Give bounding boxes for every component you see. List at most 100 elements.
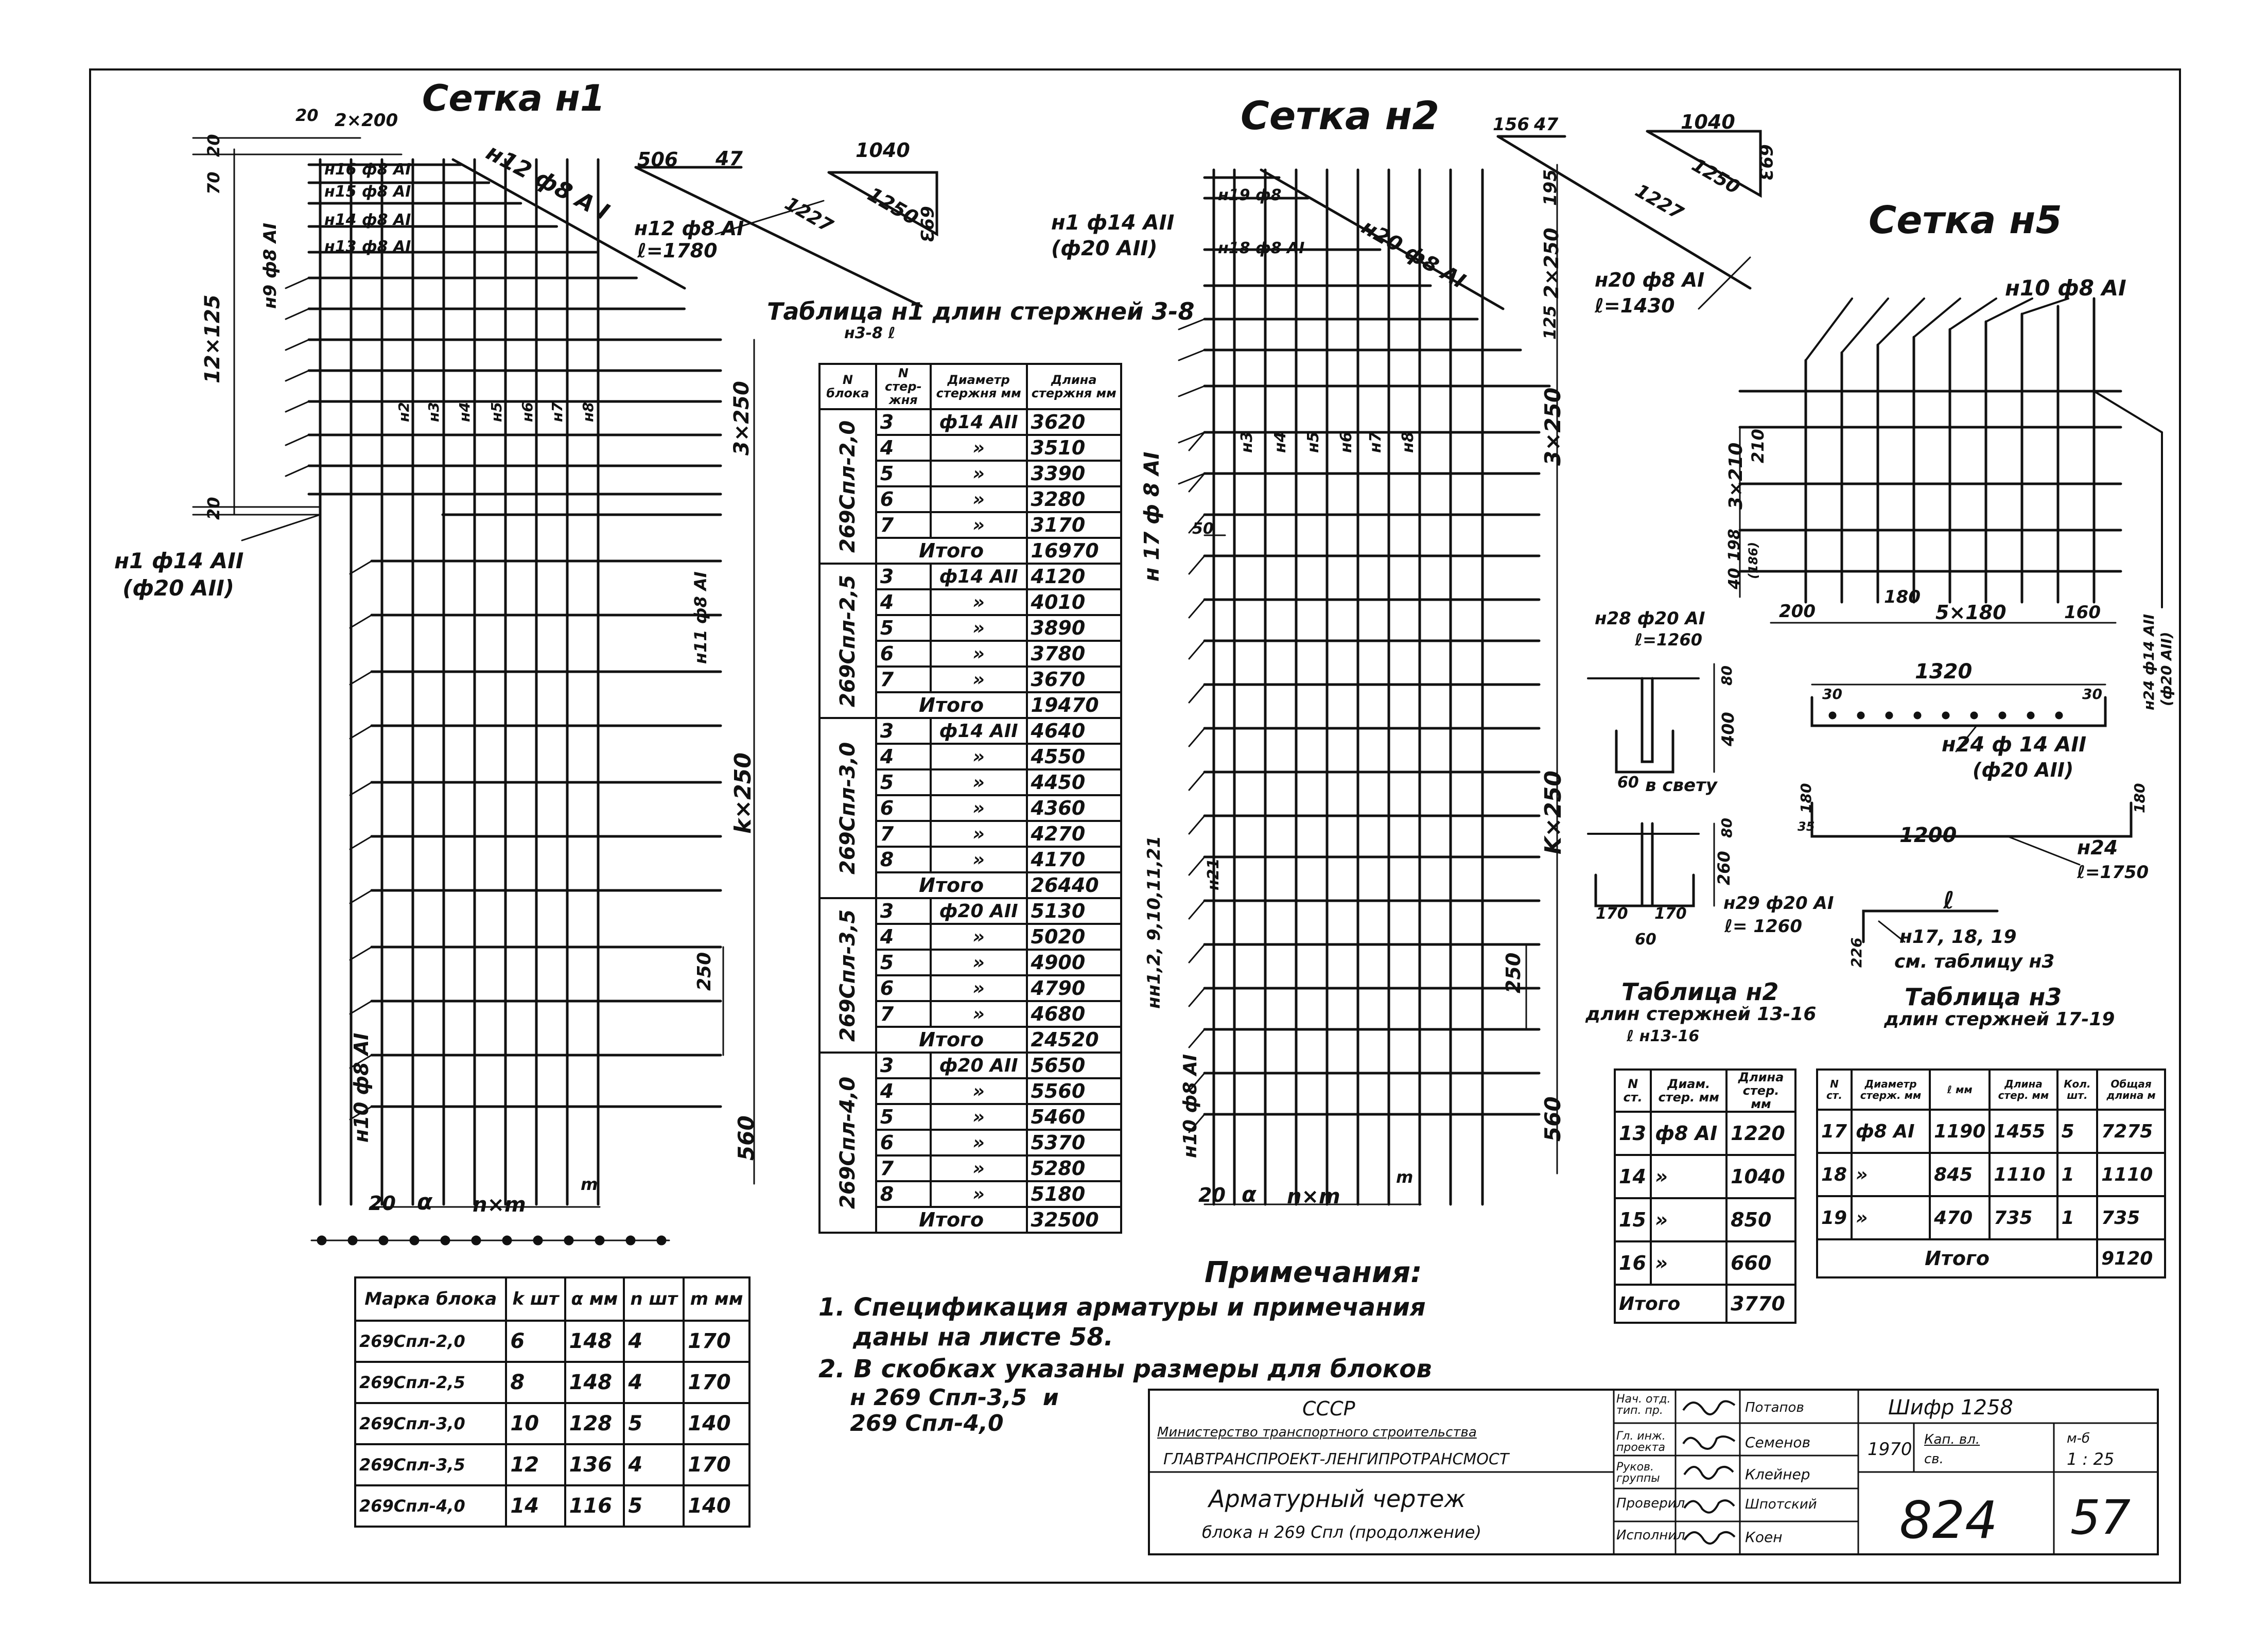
table2-cell: 1220 [1725,1111,1796,1156]
mesh1-bar-section [625,1235,636,1246]
mesh1-bottom-nxm: n×m [473,1193,526,1217]
table3-cell: 735 [2096,1195,2166,1240]
table1-rod-number: 4 [875,434,932,462]
table1-rod-diameter: » [929,1129,1028,1157]
mesh1-rod-tail [285,465,310,477]
detail-n24b-180a: 180 [1798,783,1815,813]
mesh2-col-n7: н7 [1367,431,1385,453]
mesh5-dim-5x180: 5×180 [1935,601,2007,624]
mesh1-dim-250: 250 [694,952,715,991]
table1-total-label: Итого [875,691,1028,719]
mesh2-rod-tail [1178,385,1206,397]
table1-rod-number: 5 [875,460,932,487]
detail-n24b-180b: 180 [2131,783,2148,813]
mesh1-bar-section [347,1235,358,1246]
table1-rod-length: 4790 [1025,974,1123,1002]
mesh1-detail-n12: н12 ф8 АI [634,217,744,240]
tb-role-5: Исполнил [1616,1528,1685,1543]
note-line-2: даны на листе 58. [818,1323,1113,1352]
table3-cell: 17 [1816,1109,1853,1154]
table1-rod-diameter: » [929,949,1028,976]
detail-n24b-35: 35 [1798,819,1815,834]
mesh1-rod-tail [349,889,373,904]
mesh1-dim-560: 560 [734,1115,759,1161]
mesh5-dim-40: 40 [1725,568,1743,589]
detail-n17-ref: см. таблицу н3 [1894,951,2055,972]
table2-title: Таблица н2 [1621,978,1779,1006]
table1-rod-length: 3890 [1025,614,1123,642]
table3-total-value: 9120 [2096,1238,2166,1278]
mesh1-triangle [827,171,938,237]
table1-rod-diameter: » [929,511,1028,539]
mesh1-rod-tail [349,560,373,575]
detail-n24b-l: ℓ=1750 [2077,862,2149,883]
mesh2-rod-tail [1188,684,1206,704]
mesh1-rod-tail [349,946,373,961]
detail-n17-leader [1878,920,1906,943]
table-row: 8»4170 [819,846,1123,873]
tb-org1: СССР [1302,1397,1355,1420]
notes-title: Примечания: [1205,1256,1422,1289]
table3-cell: 845 [1929,1152,1991,1197]
table1-rod-diameter: ф14 АII [929,408,1028,436]
mesh1-rod-tail [349,725,373,740]
mesh2-rod-tail [1188,472,1206,493]
detail-n17-226: 226 [1848,937,1865,968]
table1-total-label: Итого [875,871,1028,899]
table3-cell: 18 [1816,1152,1853,1197]
table2-header-cell: Длина стер. мм [1725,1068,1796,1113]
table1-rod-number: 3 [875,897,932,925]
table3-cell: » [1850,1195,1931,1240]
mesh2-detail-n20: н20 ф8 АI [1595,269,1705,291]
mesh5-rod-slant [1805,297,1853,361]
table1-rod-length: 4120 [1025,563,1123,590]
table3-cell: 735 [1988,1195,2058,1240]
table1-rod-number: 5 [875,614,932,642]
table3-cell: ф8 АI [1850,1109,1931,1154]
mesh1-bar-n11: н11 ф8 АI [691,571,710,664]
note-line-3: 2. В скобках указаны размеры для блоков [818,1355,1432,1383]
tb-role-1: Нач. отд. тип. пр. [1616,1393,1671,1417]
tb-scale: 1 : 25 [2067,1449,2115,1469]
marks-cell: 14 [505,1484,566,1528]
table2-cell: 16 [1613,1240,1652,1286]
mesh2-dim-3x250: 3×250 [1540,387,1565,466]
table1-block-name: 269Спл-2,0 [819,409,876,564]
table2-cell: » [1650,1154,1728,1199]
marks-cell: 170 [683,1320,751,1363]
table1-rod-length: 3620 [1025,408,1123,436]
tb-name-2: Семенов [1745,1434,1811,1451]
mesh1-rod-tail [349,1000,373,1015]
detail-n24-section [1998,711,2007,720]
table1-rod-length: 5020 [1025,923,1123,951]
mesh1-rod-tail [349,781,373,796]
table2-cell: 15 [1613,1197,1652,1242]
table1-rod-diameter: ф14 АII [929,563,1028,590]
tb-drawing2: блока н 269 Спл (продолжение) [1202,1522,1481,1542]
table2-cell: 14 [1613,1154,1652,1199]
mesh2-tri-693: 693 [1755,144,1776,181]
marks-cell: 12 [505,1443,566,1486]
mesh1-col-n7: н7 [549,402,566,422]
table1-rod-diameter: ф20 АII [929,1052,1028,1079]
table1-rod-length: 3510 [1025,434,1123,462]
detail-n24-section [1942,711,1950,720]
mesh2-rod-tail [1188,943,1206,963]
table1-rod-number: 3 [875,408,932,436]
detail-n24-section [1857,711,1865,720]
mesh1-bar-section [440,1235,450,1246]
table2-title2: длин стержней 13-16 [1585,1004,1817,1025]
tb-role-2: Гл. инж. проекта [1616,1430,1666,1454]
table-row: 8»5180 [819,1180,1123,1208]
table1-block-name: 269Спл-3,0 [819,718,876,898]
table1-rod-number: 7 [875,1154,932,1182]
mesh1-bar-section [564,1235,574,1246]
